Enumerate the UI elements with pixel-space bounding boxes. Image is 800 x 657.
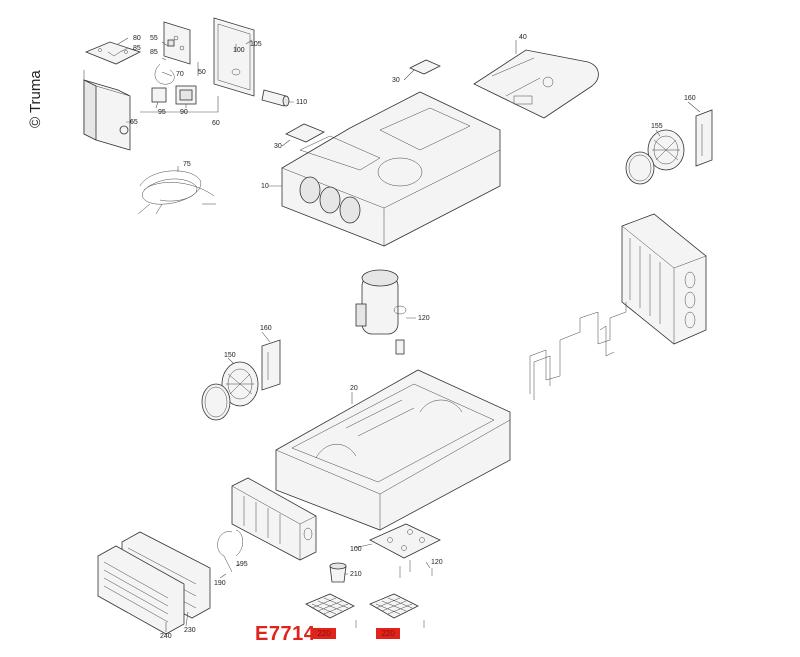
callout-20: 20: [350, 385, 358, 392]
callout-85-mid: 85: [150, 49, 158, 56]
grid-filter-left: [305, 593, 355, 619]
callout-240: 240: [160, 633, 172, 640]
cover-board-40: [473, 49, 599, 119]
callout-75: 75: [183, 161, 191, 168]
transformer-90: [175, 85, 197, 105]
compressor: [355, 269, 407, 355]
cable-harness-75: [137, 170, 216, 215]
callout-10: 10: [261, 183, 269, 190]
diagram-code: E7714: [255, 623, 316, 645]
circuit-board-100: [213, 17, 255, 97]
callout-160-right: 160: [684, 95, 696, 102]
callout-65: 65: [130, 119, 138, 126]
screws: [355, 560, 433, 628]
sensor-110: [261, 89, 290, 107]
bracket-55: [163, 21, 191, 65]
callout-30-top: 30: [392, 77, 400, 84]
callout-40: 40: [519, 34, 527, 41]
callout-150: 150: [224, 352, 236, 359]
upper-housing-10: [281, 91, 501, 247]
callout-95: 95: [158, 109, 166, 116]
fan-bracket-160-left: [261, 339, 281, 391]
fan-150: [201, 361, 259, 421]
callout-90: 90: [180, 109, 188, 116]
callout-120-top: 120: [418, 315, 430, 322]
cable-70: [154, 63, 175, 85]
filter-pad-30-mid: [285, 123, 325, 143]
callout-85-top: 85: [133, 45, 141, 52]
cover-plate-80: [84, 41, 142, 65]
pipe-190: [217, 529, 243, 573]
refrigerant-pipes: [529, 302, 627, 400]
lower-tray-20: [275, 369, 511, 531]
callout-120-bottom: 120: [431, 559, 443, 566]
callout-60: 60: [212, 120, 220, 127]
callout-100-top: 100: [233, 47, 245, 54]
callout-30-mid: 30: [274, 143, 282, 150]
callout-210: 210: [350, 571, 362, 578]
part-badge-left: 220: [312, 628, 336, 639]
callout-100-bottom: 100: [350, 546, 362, 553]
leader-lines: [83, 37, 701, 632]
callout-230: 230: [184, 627, 196, 634]
cup-210: [329, 562, 347, 583]
control-box-housing: [83, 79, 131, 151]
callout-80: 80: [133, 35, 141, 42]
callout-55: 55: [150, 35, 158, 42]
callout-195: 195: [236, 561, 248, 568]
part-badge-right: 220: [376, 628, 400, 639]
callout-160-left: 160: [260, 325, 272, 332]
callout-50: 50: [198, 69, 206, 76]
fan-155: [625, 129, 685, 185]
filter-pad-30-top: [409, 59, 441, 75]
callout-110: 110: [296, 99, 307, 106]
callout-105: 105: [250, 41, 262, 48]
callout-70: 70: [176, 71, 184, 78]
grid-filter-right: [369, 593, 419, 619]
mounting-plate-100: [369, 523, 441, 559]
heat-exchanger-right: [621, 213, 707, 345]
grille-240: [97, 545, 185, 635]
callout-155: 155: [651, 123, 663, 130]
heat-exchanger-lower: [231, 477, 317, 561]
callout-labels: 80 85 55 85 70 50 100 105 110 95 90 60 6…: [130, 34, 696, 640]
relay-95: [151, 87, 167, 103]
fan-bracket-160-right: [695, 109, 713, 167]
callout-190: 190: [214, 580, 226, 587]
